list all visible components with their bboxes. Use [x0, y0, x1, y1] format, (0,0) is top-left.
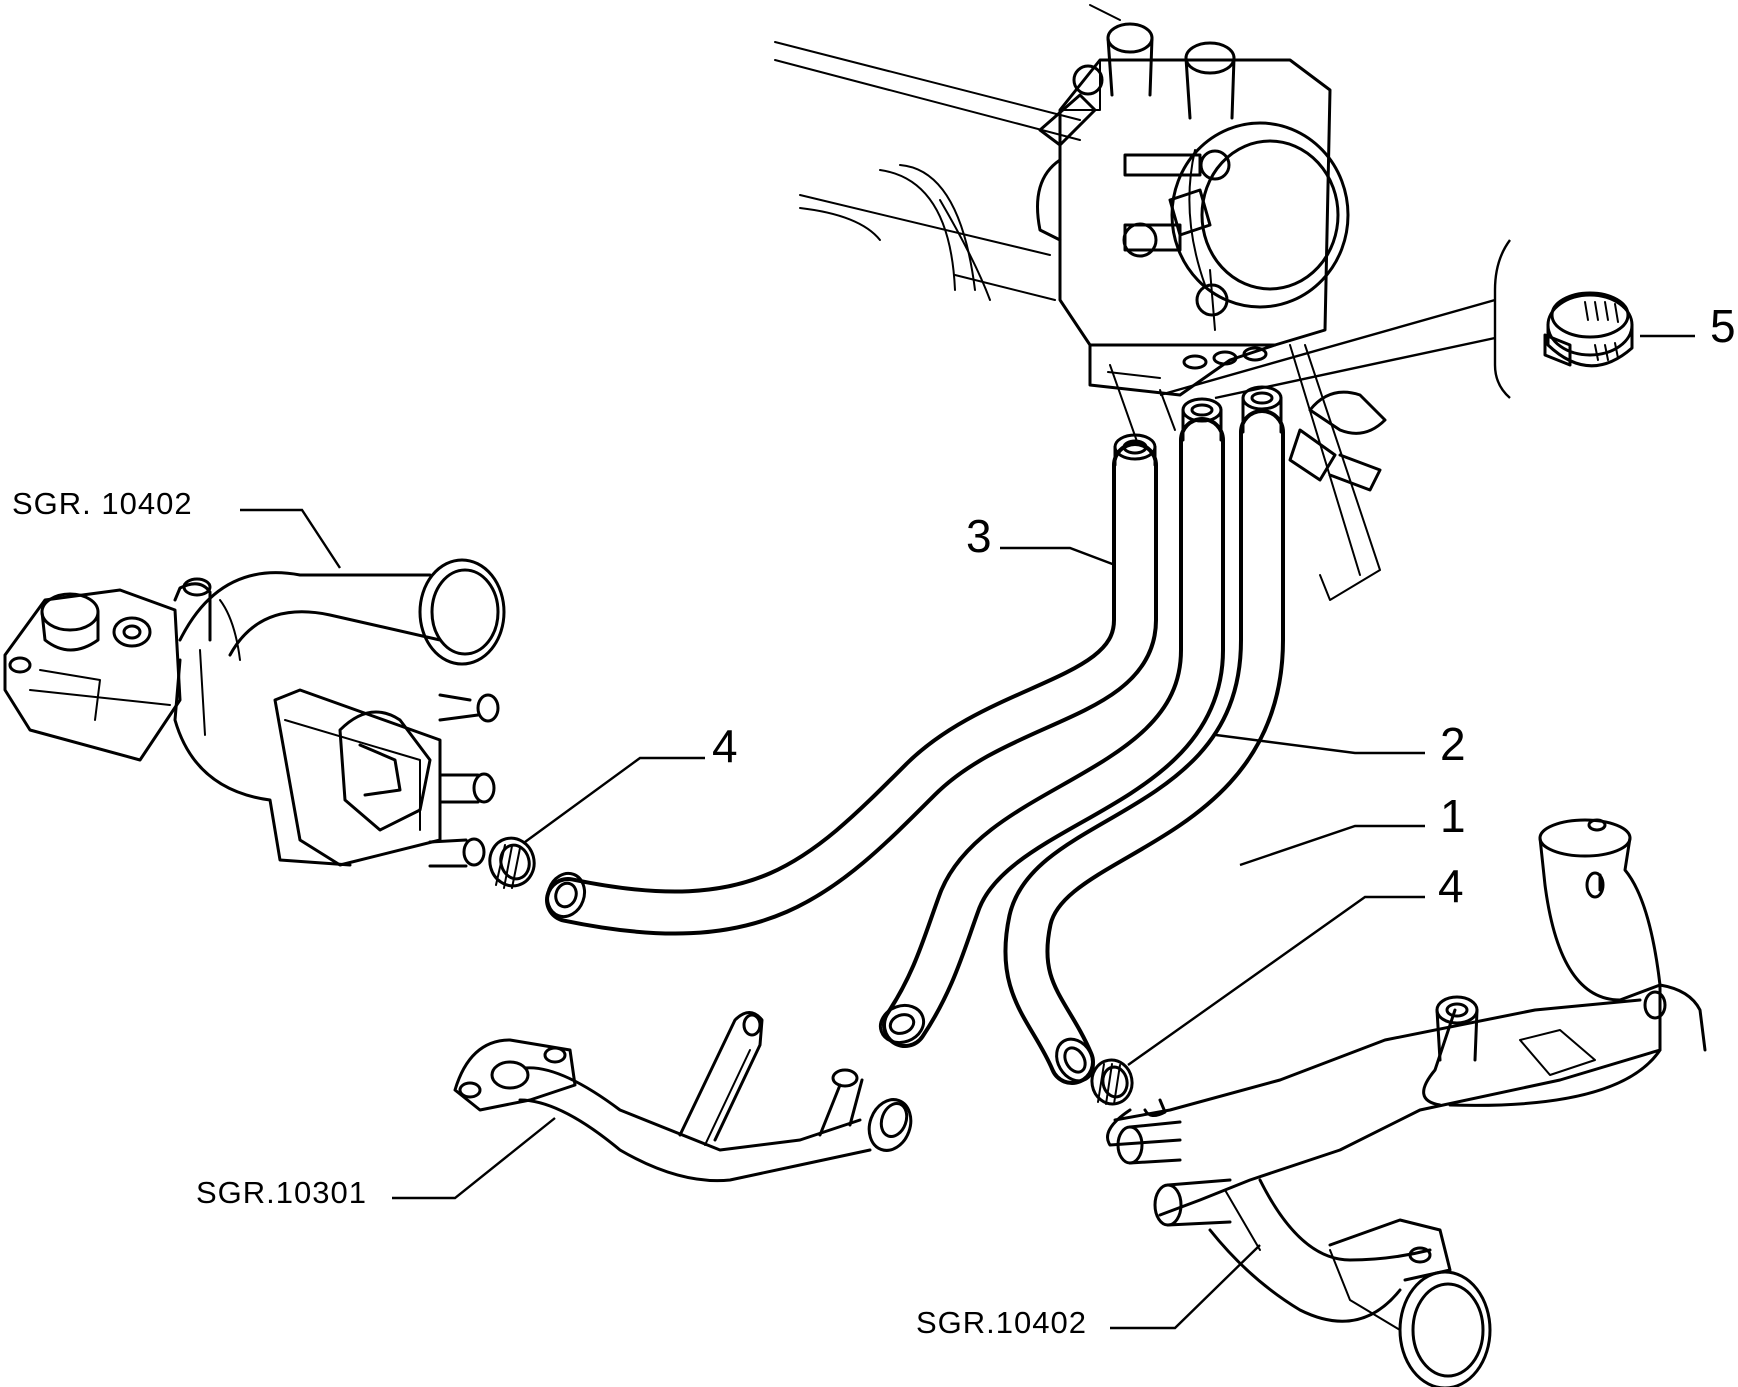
hose-2	[878, 397, 1225, 1048]
callout-4-left: 4	[712, 720, 738, 772]
clamp-4-left	[488, 836, 536, 889]
ref-water-manifold: SGR.10402	[916, 1305, 1087, 1340]
clamp-5	[1543, 291, 1634, 368]
hose-3	[545, 433, 1158, 936]
callout-2: 2	[1440, 718, 1466, 770]
callout-3: 3	[966, 510, 992, 562]
callout-labels: 1 2 3 4 4 5 SGR. 10402 SGR.10301 SGR.104…	[12, 300, 1736, 1340]
callout-4-right: 4	[1438, 860, 1464, 912]
metal-pipe	[453, 1011, 913, 1183]
callout-1: 1	[1440, 790, 1466, 842]
throttle-body-assembly	[774, 4, 1387, 601]
ref-thermostat-housing: SGR. 10402	[12, 486, 193, 521]
callout-5: 5	[1710, 300, 1736, 352]
leader-lines	[240, 239, 1695, 1330]
water-manifold	[1106, 818, 1707, 1387]
clamp-4-right	[1090, 1058, 1134, 1106]
thermostat-housing	[3, 558, 506, 868]
ref-metal-pipe: SGR.10301	[196, 1175, 367, 1210]
